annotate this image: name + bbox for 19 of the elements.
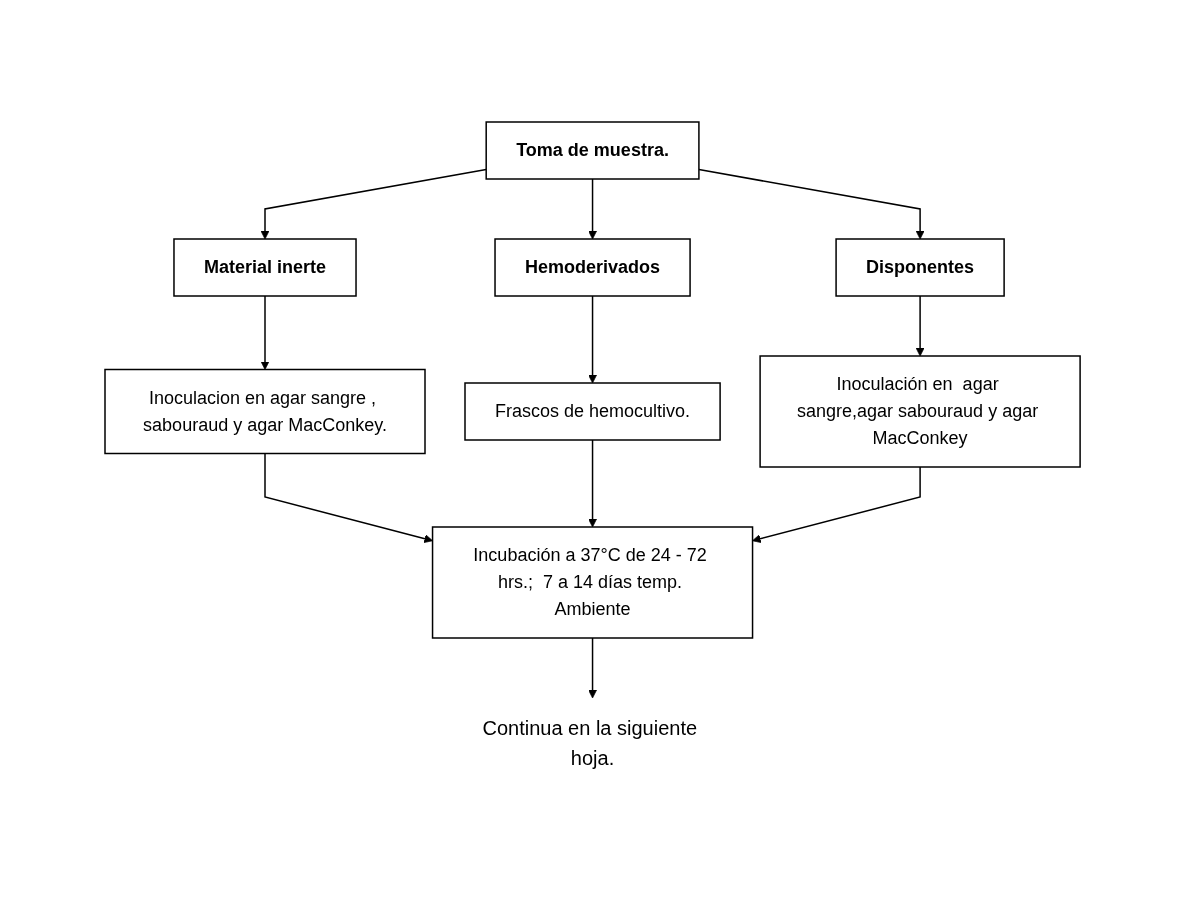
node-box: Toma de muestra. <box>485 121 700 180</box>
node-box: Hemoderivados <box>494 238 691 297</box>
arrow <box>260 295 270 370</box>
node-text: Continua en la siguiente hoja. <box>482 717 698 769</box>
arrow <box>915 295 925 357</box>
arrow <box>260 168 487 240</box>
node-box: Inoculación en agar sangre,agar sabouraud y agar MacConkey <box>759 355 1081 468</box>
arrow <box>264 452 433 543</box>
node-box: Material inerte <box>173 238 357 297</box>
node-box: Inoculacion en agar sangre , sabouraud y agar MacConkey. <box>104 368 426 455</box>
arrow <box>588 637 597 699</box>
arrow <box>588 178 597 240</box>
arrow <box>588 439 597 528</box>
node-box: Incubación a 37°C de 24 - 72 hrs.; 7 a 14 días temp. Ambiente <box>431 526 754 639</box>
node-box: Frascos de hemocultivo. <box>464 382 721 441</box>
arrow <box>698 168 925 240</box>
node-box: Disponentes <box>835 238 1005 297</box>
arrow <box>752 466 921 543</box>
arrow <box>588 295 597 384</box>
